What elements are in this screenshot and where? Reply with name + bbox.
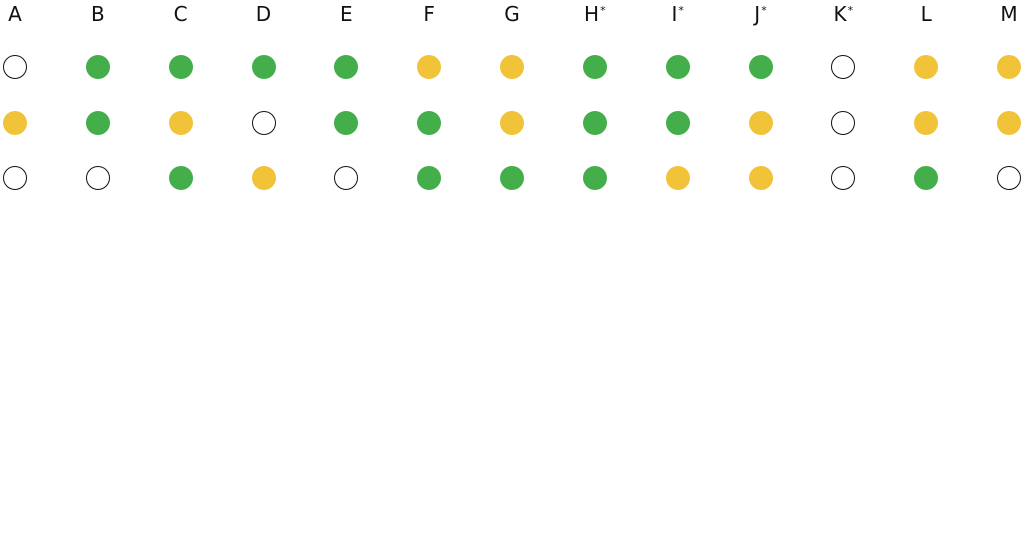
status-dot-green: [665, 55, 690, 79]
column-header-g: G: [492, 2, 532, 26]
status-dot-green: [914, 166, 939, 190]
column-label: K: [833, 2, 847, 26]
status-dot-green: [85, 55, 110, 79]
status-dot-empty: [831, 111, 856, 135]
status-dot-empty: [3, 166, 27, 190]
status-dot-green: [500, 166, 524, 190]
status-dot-yellow: [168, 111, 193, 135]
column-label: M: [1000, 2, 1018, 26]
status-dot-green: [665, 111, 690, 135]
status-dot-yellow: [997, 111, 1021, 135]
status-dot-yellow: [665, 166, 690, 190]
column-label: C: [173, 2, 188, 26]
status-dot-green: [85, 111, 110, 135]
status-dot-yellow: [914, 111, 939, 135]
status-dot-green: [748, 55, 773, 79]
status-dot-yellow: [500, 111, 524, 135]
status-dot-yellow: [748, 166, 773, 190]
status-dot-green: [582, 55, 607, 79]
column-header-a: A: [0, 2, 35, 26]
status-dot-yellow: [251, 166, 276, 190]
status-dot-empty: [3, 55, 27, 79]
status-dot-yellow: [3, 111, 27, 135]
asterisk-marker: *: [678, 4, 684, 17]
status-dot-yellow: [417, 55, 442, 79]
column-header-e: E: [326, 2, 366, 26]
column-header-i: I*: [658, 2, 698, 26]
status-dot-yellow: [500, 55, 524, 79]
status-dot-empty: [997, 166, 1021, 190]
status-dot-yellow: [914, 55, 939, 79]
column-header-c: C: [161, 2, 201, 26]
column-header-h: H*: [575, 2, 615, 26]
column-label: F: [423, 2, 435, 26]
asterisk-marker: *: [847, 4, 854, 17]
column-header-f: F: [409, 2, 449, 26]
column-header-l: L: [906, 2, 946, 26]
status-dot-green: [168, 166, 193, 190]
column-label: J: [754, 2, 761, 26]
status-dot-empty: [251, 111, 276, 135]
column-label: D: [255, 2, 272, 26]
column-label: H: [584, 2, 600, 26]
status-dot-empty: [334, 166, 359, 190]
status-dot-empty: [85, 166, 110, 190]
status-dot-green: [168, 55, 193, 79]
status-dot-green: [417, 111, 442, 135]
status-dot-empty: [831, 55, 856, 79]
column-header-m: M: [989, 2, 1024, 26]
status-dot-green: [417, 166, 442, 190]
column-label: L: [920, 2, 932, 26]
column-label: G: [504, 2, 520, 26]
status-dot-green: [334, 55, 359, 79]
status-dot-green: [334, 111, 359, 135]
status-dot-green: [582, 111, 607, 135]
column-header-d: D: [244, 2, 284, 26]
column-header-b: B: [78, 2, 118, 26]
status-dot-yellow: [997, 55, 1021, 79]
column-label: E: [340, 2, 353, 26]
column-header-j: J*: [741, 2, 781, 26]
status-dot-green: [582, 166, 607, 190]
column-label: I: [671, 2, 678, 26]
status-dot-yellow: [748, 111, 773, 135]
column-label: A: [8, 2, 22, 26]
asterisk-marker: *: [761, 4, 767, 17]
column-label: B: [90, 2, 105, 26]
column-header-k: K*: [823, 2, 863, 26]
status-dot-green: [251, 55, 276, 79]
status-dot-empty: [831, 166, 856, 190]
asterisk-marker: *: [600, 4, 606, 17]
